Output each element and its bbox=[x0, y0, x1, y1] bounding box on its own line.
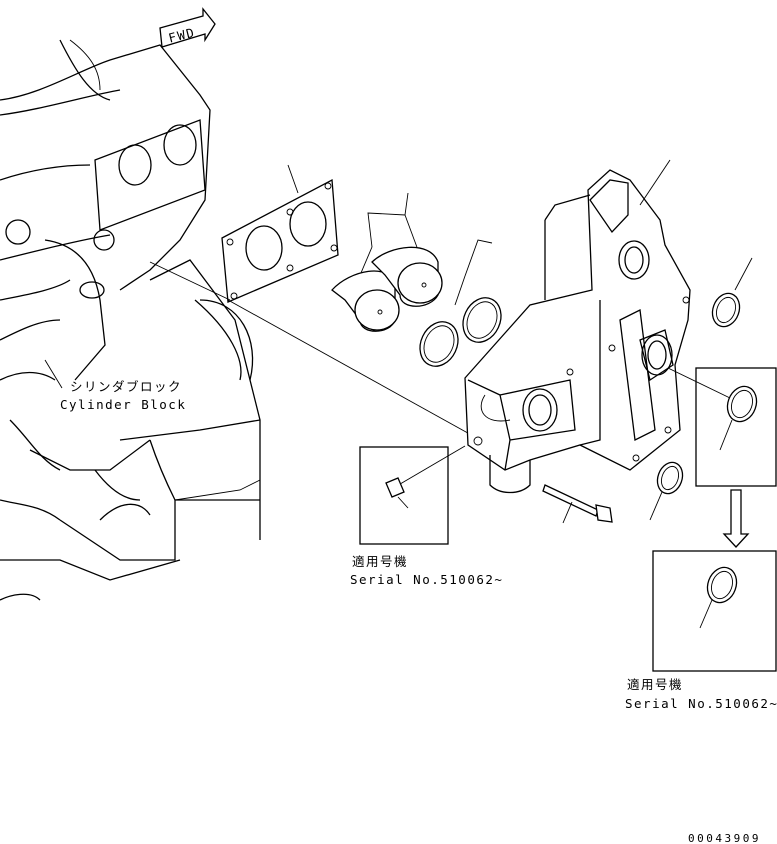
drawing-number: 00043909 bbox=[688, 832, 761, 844]
alignment-line bbox=[227, 299, 476, 438]
bolt bbox=[542, 484, 613, 524]
gasket bbox=[221, 164, 339, 303]
cylinder-block-jp: シリンダブロック bbox=[70, 379, 182, 394]
applicable-label-left: 適用号機 bbox=[352, 554, 408, 569]
cylinder-block bbox=[0, 39, 261, 601]
cylinder-block-label: シリンダブロック Cylinder Block bbox=[44, 359, 186, 412]
serial-label-left: Serial No.510062~ bbox=[350, 572, 503, 587]
fwd-arrow-marker: FWD bbox=[159, 7, 216, 48]
seal-detail-box-upper bbox=[667, 367, 777, 487]
alignment-line bbox=[149, 261, 231, 301]
down-arrow bbox=[722, 489, 750, 548]
thermostat-pair bbox=[331, 192, 443, 332]
seal-detail-box-lower: 適用号機 Serial No.510062~ bbox=[625, 550, 777, 711]
plug-detail-box: 適用号機 Serial No.510062~ bbox=[350, 445, 503, 587]
o-ring-pair bbox=[419, 239, 502, 367]
seal-ring-lower bbox=[649, 461, 684, 521]
seal-ring-upper bbox=[711, 257, 753, 328]
applicable-label-right: 適用号機 bbox=[627, 677, 683, 692]
fwd-label: FWD bbox=[167, 25, 197, 46]
cylinder-block-en: Cylinder Block bbox=[60, 397, 186, 412]
serial-label-right: Serial No.510062~ bbox=[625, 696, 777, 711]
thermostat-housing bbox=[464, 159, 691, 494]
